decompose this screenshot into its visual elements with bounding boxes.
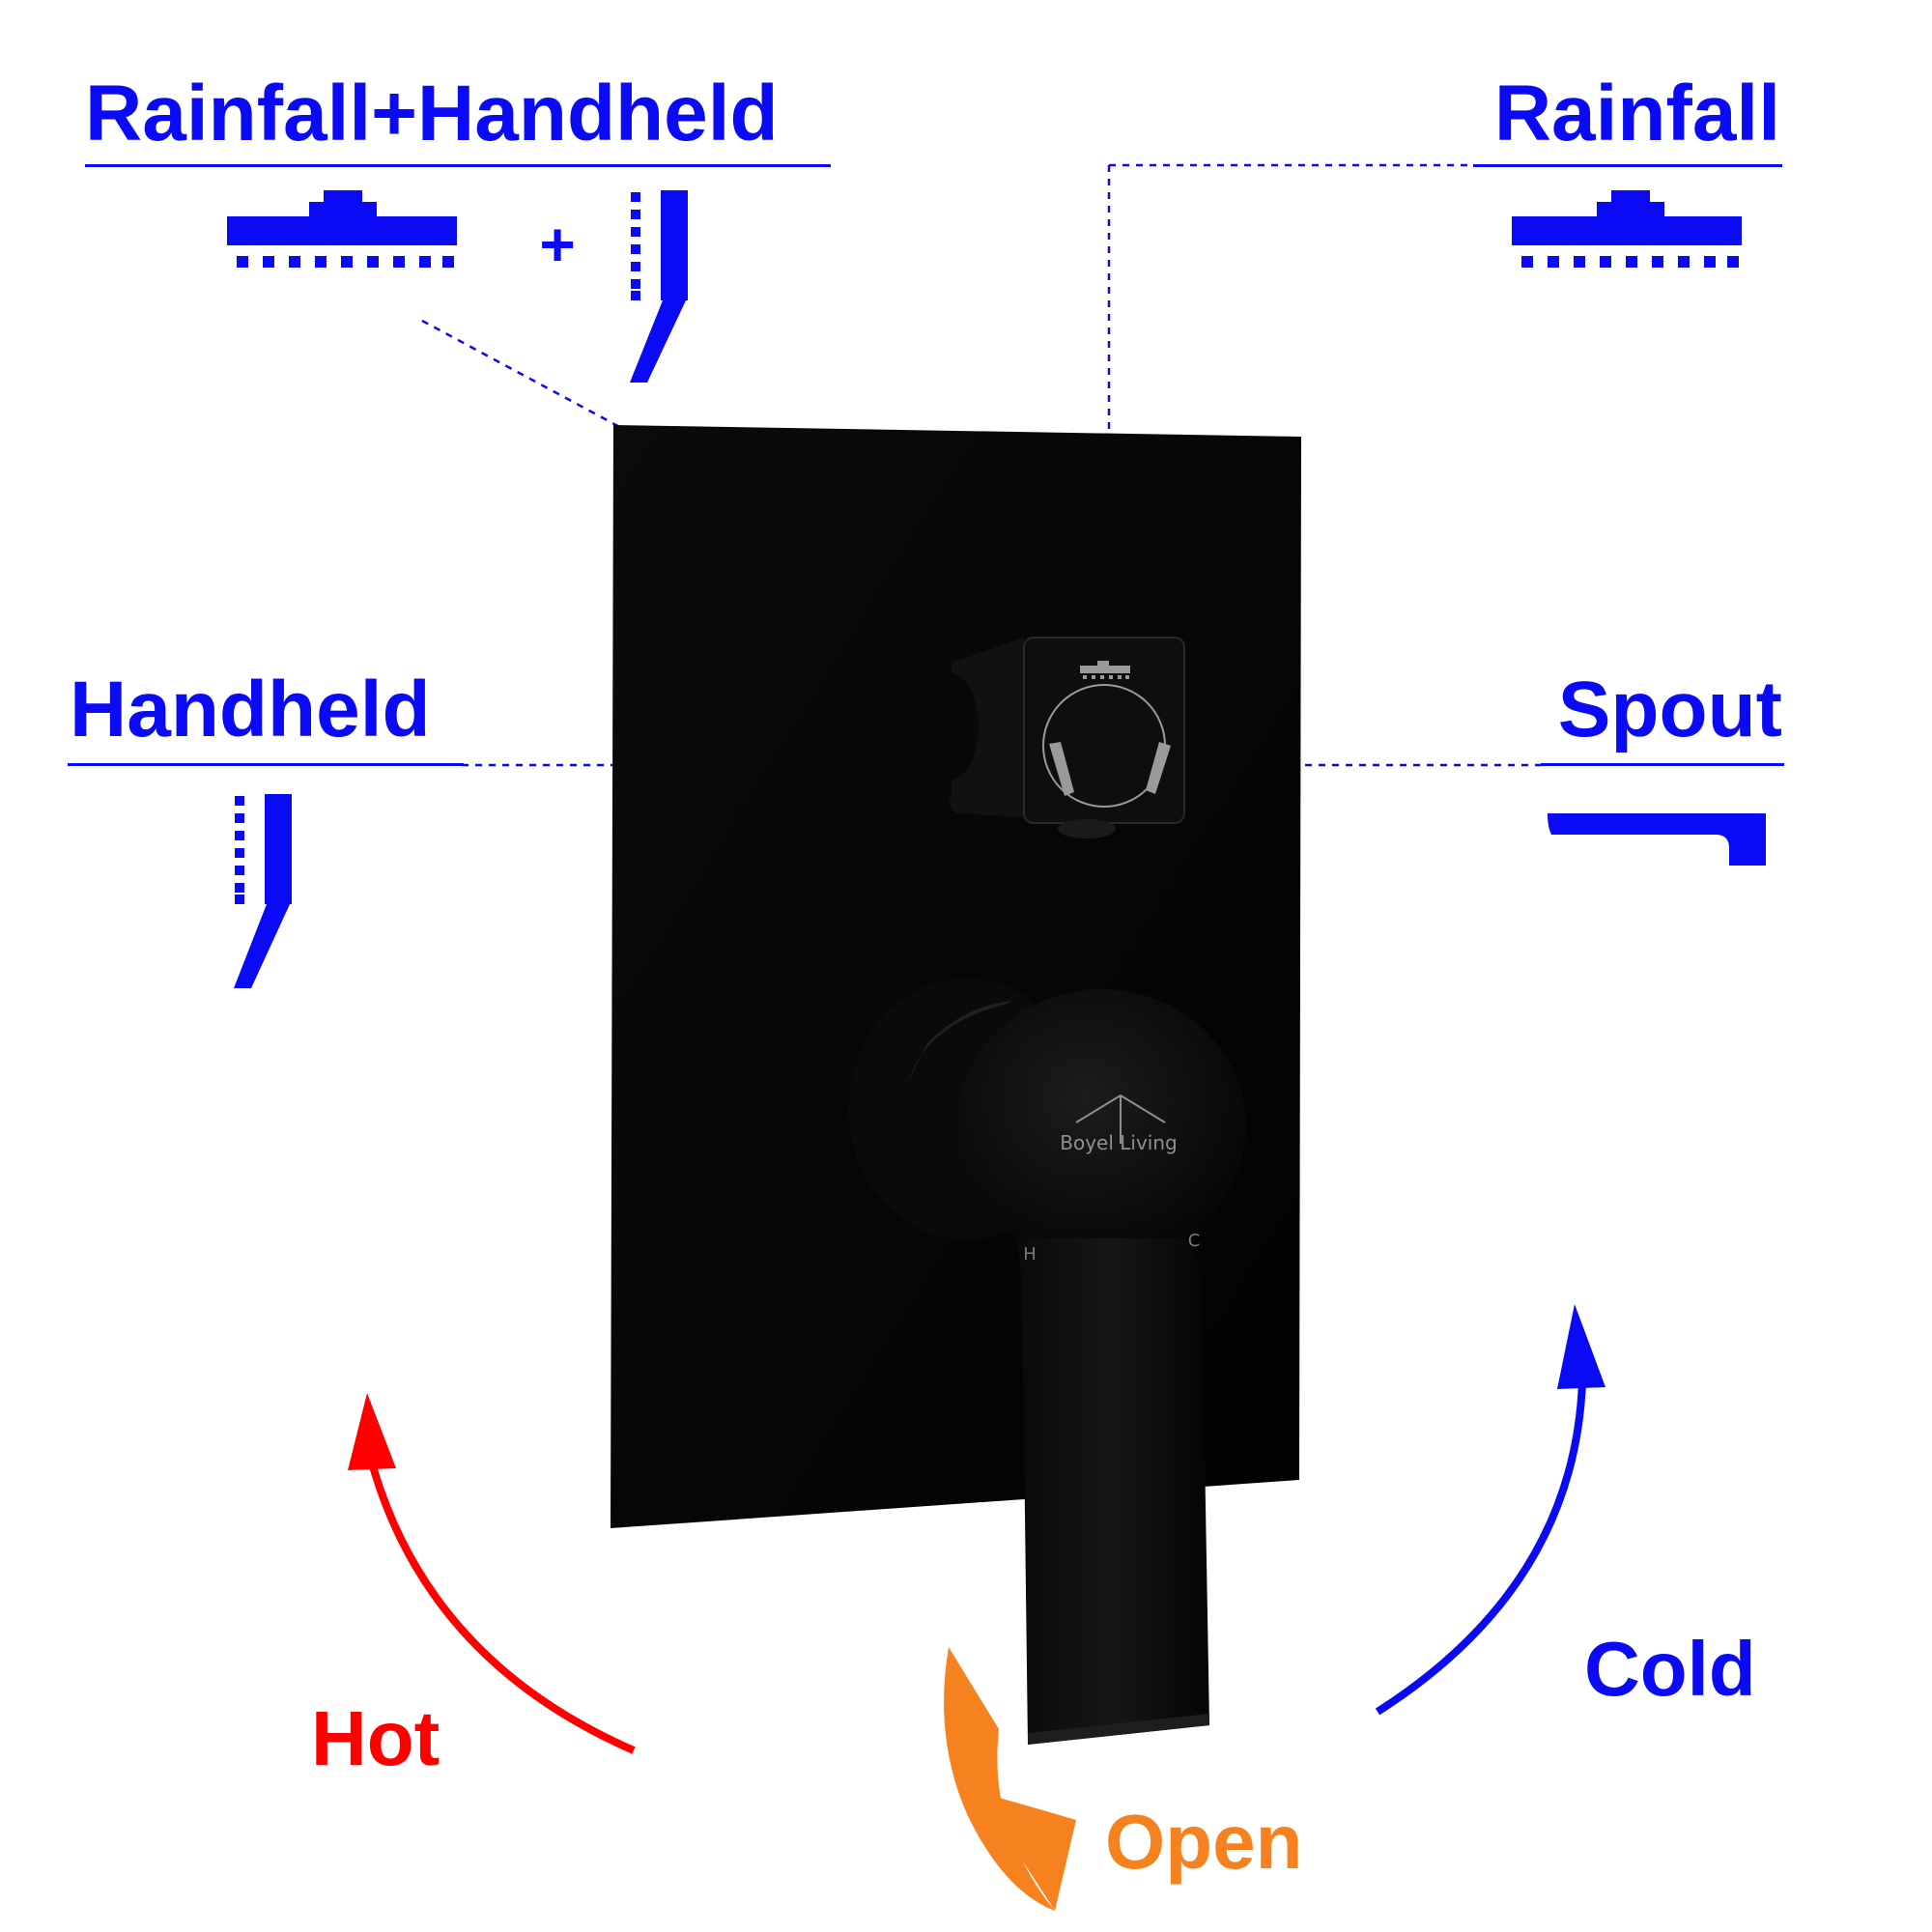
underline-handheld [68, 763, 464, 766]
hot-mark: H [1023, 1244, 1037, 1264]
hot-arrow [348, 1393, 636, 1754]
open-arrow [944, 1647, 1076, 1911]
handheld-shower-icon-left [234, 794, 292, 988]
label-spout-text: Spout [1558, 666, 1782, 753]
shower-valve-trim: Boyel Living H C [611, 425, 1301, 1745]
label-rainfall-handheld: Rainfall+Handheld [85, 70, 831, 167]
label-handheld-text: Handheld [70, 666, 431, 753]
label-hot: Hot [311, 1695, 440, 1781]
label-spout: Spout [1541, 666, 1784, 766]
underline-rainfall-handheld [85, 164, 831, 167]
brand-name: Boyel Living [1060, 1131, 1177, 1154]
mixing-handle[interactable]: Boyel Living H C [848, 979, 1246, 1745]
handheld-shower-icon-engraved [1049, 742, 1074, 796]
label-open: Open [1105, 1799, 1302, 1885]
handle-lever[interactable] [1016, 1238, 1209, 1745]
tub-spout-icon [1548, 813, 1766, 866]
rain-shower-head-icon-right [1512, 190, 1742, 268]
label-cold: Cold [1584, 1626, 1756, 1712]
label-rainfall: Rainfall [1473, 70, 1782, 167]
handheld-shower-icon [630, 190, 688, 383]
brand-logo [1075, 1094, 1166, 1144]
cold-mark: C [1188, 1231, 1201, 1251]
plus-sign: + [539, 210, 575, 279]
underline-spout [1541, 763, 1784, 766]
label-rainfall-handheld-text: Rainfall+Handheld [85, 70, 779, 157]
rain-shower-head-icon [227, 190, 457, 268]
label-handheld: Handheld [68, 666, 464, 766]
diverter-knob[interactable] [921, 637, 1185, 838]
rain-shower-head-icon-engraved [1080, 661, 1130, 679]
underline-rainfall [1473, 164, 1782, 167]
cold-arrow [1375, 1304, 1605, 1716]
handle-knob-face [956, 989, 1246, 1264]
tub-spout-icon-engraved [1146, 742, 1171, 794]
label-rainfall-text: Rainfall [1494, 70, 1780, 157]
